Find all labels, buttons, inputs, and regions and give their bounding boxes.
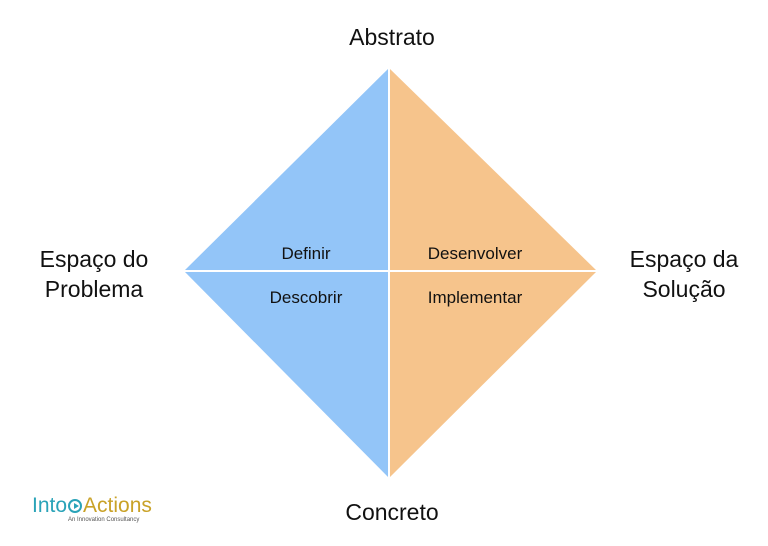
problem-space-shape	[184, 68, 389, 478]
problem-space-line-1: Espaço do	[39, 246, 149, 272]
solution-space-line-1: Espaço da	[629, 246, 739, 272]
intoactions-logo: Into Actions An Innovation Consultancy	[32, 495, 172, 529]
solution-space-line-2: Solução	[642, 276, 726, 302]
quadrant-label-definir: Definir	[281, 244, 331, 263]
solution-space-shape	[389, 68, 597, 478]
quadrant-label-implementar: Implementar	[427, 288, 523, 307]
axis-label-solution-space: Espaço da Solução	[604, 244, 764, 304]
quadrant-label-desenvolver: Desenvolver	[427, 244, 523, 263]
logo-actions-text: Actions	[83, 494, 152, 517]
logo-wordmark: Into Actions	[32, 495, 172, 517]
logo-tagline: An Innovation Consultancy	[68, 517, 140, 523]
quadrant-label-descobrir: Descobrir	[269, 288, 343, 307]
axis-label-abstract: Abstrato	[349, 24, 435, 50]
axis-label-concrete: Concreto	[345, 499, 439, 525]
play-icon	[68, 499, 83, 513]
problem-space-line-2: Problema	[44, 276, 144, 302]
logo-into-text: Into	[32, 494, 68, 517]
axis-label-problem-space: Espaço do Problema	[14, 244, 174, 304]
